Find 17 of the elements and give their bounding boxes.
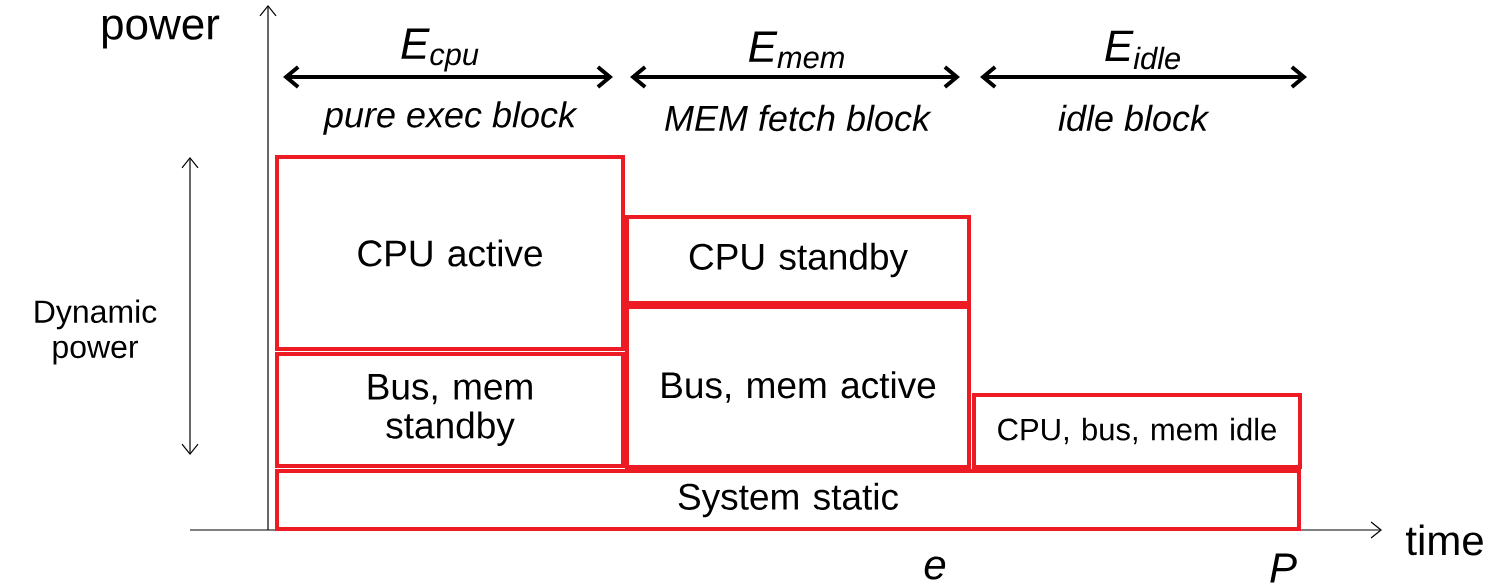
dimension-label: Dynamic power xyxy=(35,299,157,365)
block-label: MEM fetch block xyxy=(665,104,932,132)
block-box: Bus, mem active xyxy=(625,305,971,469)
energy-symbol: E$_{mem}$ xyxy=(748,31,844,69)
energy-symbol: E$_{cpu}$ xyxy=(401,28,479,72)
axis-label: power xyxy=(102,15,220,49)
block-label: idle block xyxy=(1058,104,1210,132)
block-box: Bus, mem standby xyxy=(275,352,625,468)
block-box: CPU standby xyxy=(625,215,971,305)
axis-tick-label: P xyxy=(1270,553,1297,583)
energy-symbol: E$_{idle}$ xyxy=(1105,30,1180,70)
block-label: pure exec block xyxy=(323,101,578,135)
block-box: CPU active xyxy=(275,155,625,351)
block-box: System static xyxy=(275,469,1301,531)
axis-tick-label: e xyxy=(924,556,946,580)
axis-label: time xyxy=(1405,524,1483,556)
block-box: CPU, bus, mem idle xyxy=(972,393,1302,469)
